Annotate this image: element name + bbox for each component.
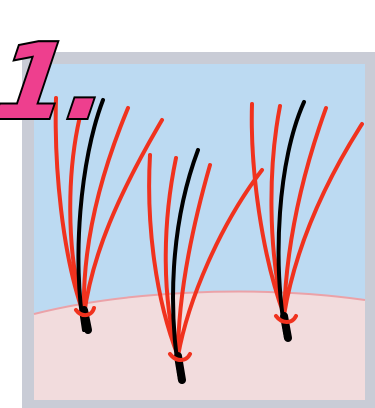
natural-lash-root (284, 316, 288, 338)
step-number: 1. (0, 21, 117, 142)
